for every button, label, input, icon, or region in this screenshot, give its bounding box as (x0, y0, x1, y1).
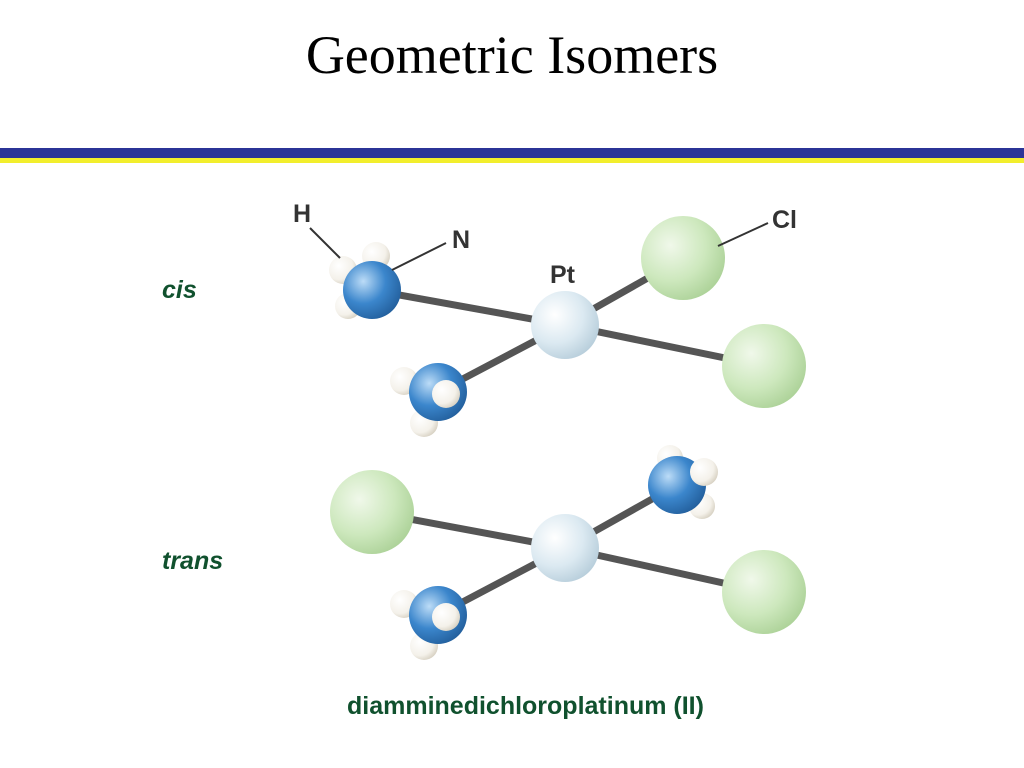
divider-yellow-bar (0, 158, 1024, 163)
atom-label-n: N (452, 226, 470, 254)
hydrogen-atom (432, 380, 460, 408)
platinum-atom (531, 291, 599, 359)
compound-caption: diamminedichloroplatinum (II) (347, 692, 704, 720)
trans-molecule (330, 445, 806, 660)
chlorine-atom (330, 470, 414, 554)
divider-blue-bar (0, 148, 1024, 158)
hydrogen-atom (690, 458, 718, 486)
chlorine-atom (722, 324, 806, 408)
chlorine-atom (722, 550, 806, 634)
isomer-label-cis: cis (162, 276, 197, 304)
chlorine-atom (641, 216, 725, 300)
hydrogen-atom (432, 603, 460, 631)
leader-line-h (309, 227, 341, 259)
atom-label-cl: Cl (772, 206, 797, 234)
slide-title: Geometric Isomers (305, 25, 719, 85)
platinum-atom (531, 514, 599, 582)
leader-line-n (391, 242, 447, 271)
nitrogen-atom (343, 261, 401, 319)
cis-molecule: H N Pt Cl (293, 200, 806, 437)
atom-label-h: H (293, 200, 311, 228)
isomer-label-trans: trans (162, 547, 223, 575)
atom-label-pt: Pt (550, 261, 576, 289)
leader-line-cl (717, 222, 769, 247)
